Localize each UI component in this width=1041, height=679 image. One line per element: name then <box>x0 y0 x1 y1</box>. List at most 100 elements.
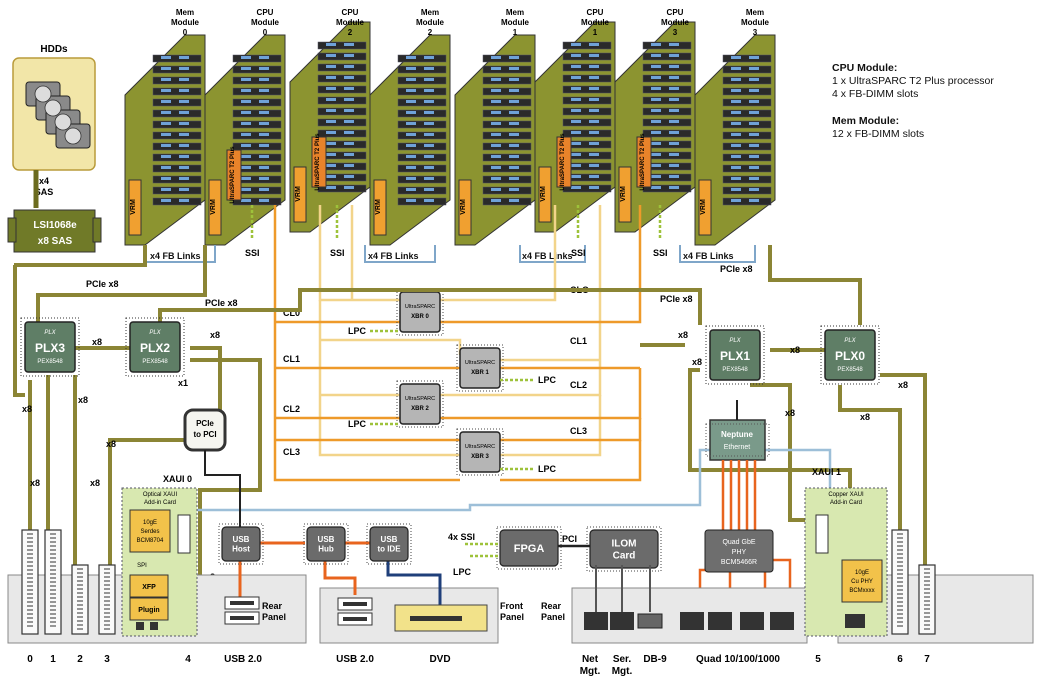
fb-dimm-slot <box>241 111 251 114</box>
xbr-brand: UltraSPARC <box>405 396 435 402</box>
fb-dimm-slot <box>643 108 691 115</box>
fb-dimm-slot <box>669 186 679 189</box>
fb-dimm-slot <box>731 67 741 70</box>
usb-host-chip-label: Host <box>232 545 250 554</box>
fb-dimm-slot <box>731 100 741 103</box>
fb-dimm-slot <box>326 65 336 68</box>
module-title: Module <box>336 18 365 27</box>
legend-mem-title: Mem Module: <box>832 115 994 128</box>
fb-dimm-slot <box>344 131 354 134</box>
pcie-slot <box>919 565 935 634</box>
pcie-slot <box>22 530 38 634</box>
xaui0-chip-l2: Serdes <box>140 529 159 535</box>
fb-dimm-slot <box>723 121 771 128</box>
fb-dimm-slot <box>241 100 251 103</box>
pcie-slot <box>45 530 61 634</box>
fb-dimm-slot <box>326 98 336 101</box>
quad-gbe-phy: Quad GbE PHY BCM5466R <box>705 530 773 572</box>
xaui1-label: XAUI 1 <box>812 467 841 477</box>
fb-dimm-slot <box>153 165 201 172</box>
fb-dimm-slot <box>651 186 661 189</box>
pcie-to-pci-l2: to PCI <box>193 430 216 439</box>
fb-dimm-slot <box>643 75 691 82</box>
cpu-chip-label: UltraSPARC T2 Plus <box>640 133 646 191</box>
fb-dimm-slot <box>179 199 189 202</box>
fb-dimm-slot <box>749 78 759 81</box>
quad-phy-l2: PHY <box>732 549 747 556</box>
fb-dimm-slot <box>749 199 759 202</box>
fb-dimm-slot <box>723 110 771 117</box>
fb-dimm-slot <box>398 187 446 194</box>
module-title: 3 <box>673 28 678 37</box>
slot-label-6: 6 <box>897 654 903 665</box>
fb-dimm-slot <box>643 119 691 126</box>
fb-dimm-slot <box>723 99 771 106</box>
fb-dimm-slot <box>398 66 446 73</box>
fb-dimm-slot <box>161 166 171 169</box>
fb-dimm-slot <box>563 64 611 71</box>
cpu-module-board: VRMUltraSPARC T2 PlusCPUModule3 <box>615 8 695 232</box>
plx-switch: PLXPLX3PEX8548 <box>21 318 79 376</box>
fb-dimm-slot <box>589 142 599 145</box>
fb-dimm-slot <box>589 164 599 167</box>
fb-dimm-slot <box>161 144 171 147</box>
rj45-port-icon <box>610 612 634 630</box>
fb-dimm-slot <box>259 78 269 81</box>
fpga-pci-label: PCI <box>562 534 577 544</box>
fb-dimm-slot <box>571 153 581 156</box>
cpu-module-board: VRMUltraSPARC T2 PlusCPUModule0 <box>205 8 285 245</box>
module-title: 2 <box>428 28 433 37</box>
usb-hub-chip-label: USB <box>318 535 335 544</box>
fb-dimm-slot <box>651 131 661 134</box>
fb-dimm-slot <box>241 78 251 81</box>
fb-dimm-slot <box>406 155 416 158</box>
fb-dimm-slot <box>491 199 501 202</box>
fb-dimm-slot <box>424 56 434 59</box>
legend-cpu-line: 4 x FB-DIMM slots <box>832 88 994 101</box>
fb-dimm-slot <box>669 98 679 101</box>
ssi-label-2: SSI <box>571 248 586 258</box>
neptune-l2: Ethernet <box>724 444 751 451</box>
xaui0-chip-l1: 10gE <box>143 520 157 526</box>
hdd-title: HDDs <box>40 44 68 55</box>
fb-dimm-slot <box>563 86 611 93</box>
fb-dimm-slot <box>723 165 771 172</box>
fb-links-label-3: x4 FB Links <box>683 251 734 261</box>
rear-panel-a-l1: Rear <box>262 601 283 611</box>
module-title: 1 <box>593 28 598 37</box>
fb-dimm-slot <box>153 132 201 139</box>
fb-dimm-slot <box>509 67 519 70</box>
fb-dimm-slot <box>153 154 201 161</box>
io-chips: USBHostUSBHubUSBto IDEFPGAILOMCard <box>219 524 661 571</box>
fb-dimm-slot <box>161 177 171 180</box>
fb-dimm-slot <box>651 164 661 167</box>
plx-name: PLX1 <box>720 349 750 363</box>
fb-dimm-slot <box>241 188 251 191</box>
plx-brand: PLX <box>44 330 56 336</box>
vrm-label: VRM <box>295 186 302 202</box>
plx-switches: PLXPLX3PEX8548PLXPLX2PEX8548PLXPLX1PEX85… <box>21 318 879 384</box>
fb-dimm-slot <box>179 188 189 191</box>
fb-dimm-slot <box>153 66 201 73</box>
fb-dimm-slot <box>571 65 581 68</box>
usb-to-ide-chip-label: to IDE <box>377 545 401 554</box>
fb-dimm-slot <box>749 56 759 59</box>
fb-dimm-slot <box>424 166 434 169</box>
fb-dimm-slot <box>153 176 201 183</box>
fb-dimm-slot <box>669 65 679 68</box>
module-title: Mem <box>506 8 524 17</box>
hdd-link-x4: x4 <box>39 176 49 186</box>
fb-dimm-slot <box>179 177 189 180</box>
net-mgt-label-l2: Mgt. <box>580 666 601 677</box>
module-title: 2 <box>348 28 353 37</box>
fb-dimm-slot <box>491 89 501 92</box>
xaui1-title-l2: Add-in Card <box>830 500 862 506</box>
net-mgt-label-l1: Net <box>582 654 599 665</box>
x8-label-c: x8 <box>22 404 32 414</box>
lsi-line1: LSI1068e <box>33 220 77 231</box>
fb-dimm-slot <box>259 111 269 114</box>
rear-panel-b-l1: Rear <box>541 601 562 611</box>
xaui-card-0: Optical XAUI Add-in Card 10gE Serdes BCM… <box>122 488 197 636</box>
slot-label-2: 2 <box>77 654 83 665</box>
